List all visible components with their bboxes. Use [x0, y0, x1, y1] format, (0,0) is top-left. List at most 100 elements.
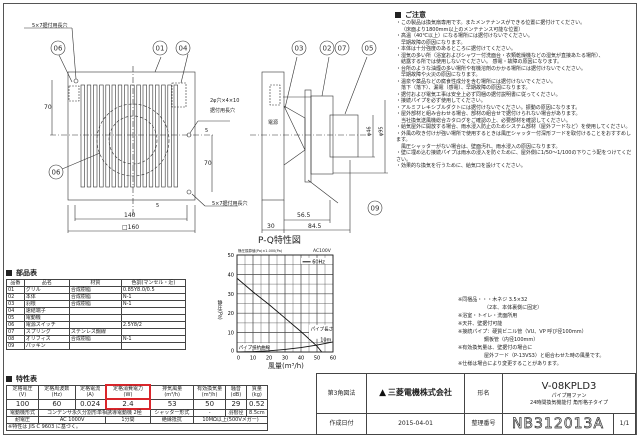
specs-withstand: AC 1000V [37, 416, 107, 424]
parts-cell [120, 342, 187, 350]
specs-header-name: 質量 [251, 386, 262, 392]
specs-header: 定格消費電力(W) [104, 384, 152, 400]
note-item: ・接続パイプを必ず使用してください。 [396, 98, 486, 104]
dim-160: □160 [122, 224, 140, 231]
remarks-list: ※同梱品・・・木ネジ 3.5×32（2本、本体裏側に固定）※浴室・トイレ・洗面所… [458, 296, 604, 368]
model-number: V-08KPLD3 [541, 380, 597, 392]
specs-insul-label: 絶縁抵抗 [149, 416, 195, 424]
parts-cell: 05 [6, 314, 25, 322]
specs-header-unit: (W) [123, 392, 133, 398]
power-cord-label: 電源 [268, 120, 279, 126]
parts-cell: 合成樹脂 [68, 335, 122, 343]
parts-cell: 羽根 [23, 300, 70, 308]
note-item: ・アルミフレキシブルダクトには据付けないでください。振動の原因になります。 [396, 104, 581, 111]
specs-insul: 10MΩ以上(500Vメガー) [193, 416, 268, 424]
parts-header: 色調(マンセル・近) [120, 279, 187, 287]
drawing-frame [3, 3, 637, 435]
specs-withstand-time: 1分間 [105, 416, 151, 424]
y-tick-label: 50 [228, 253, 234, 259]
parts-cell: 合成樹脂 [68, 300, 122, 308]
specs-header-name: 騒音 [230, 386, 241, 392]
x-tick-label: 50 [314, 356, 320, 362]
specs-header-name: 定格電流 [80, 386, 101, 392]
grille-slat [105, 84, 110, 188]
specs-header-name: 有効換気量 [197, 386, 223, 392]
note-item: ・この製品は換気扇専用です。またメンテナンスができる位置に据付けてください。 [396, 20, 586, 26]
remark-item: （2本、本体裏側に固定） [484, 305, 543, 311]
chart-xlabel: 風量(m³/h) [268, 362, 304, 370]
dim-46: φ46 [366, 126, 373, 137]
grille-slat [130, 84, 135, 188]
parts-cell: 02 [6, 293, 25, 301]
note-item: 早期故障の原因になります。 [401, 39, 466, 46]
specs-shutter-label: シャッター形式 [149, 408, 195, 417]
parts-cell: パッキン [23, 342, 70, 350]
page-number: 1/1 [613, 413, 636, 435]
y-tick-label: 40 [228, 272, 234, 278]
specs-header: 騒音(dB) [225, 384, 247, 400]
model-cell: V-08KPLD3 パイプ用ファン 24時間換気機能付 角形格子タイプ [502, 373, 636, 414]
document-number: NB312013A [502, 413, 614, 435]
title-block: 第3角図法 ▲ 三菱電機株式会社 形名 V-08KPLD3 パイプ用ファン 24… [316, 373, 636, 435]
hole-label-mid2: 据付用長穴 [210, 108, 236, 114]
pipe-length-label: パイプ長さ [311, 326, 334, 333]
legend-label: 60Hz [312, 260, 325, 266]
note-item: 当社換気送風機総合カタログをご確認の上、必要部材を確認してください。 [401, 117, 571, 124]
note-item: （床面より1800mm以上のメンテナンス可能な位置） [401, 26, 524, 33]
specs-title: 特性表 [6, 374, 37, 384]
dim-5-right: 5 [205, 128, 209, 134]
parts-header: 品番 [6, 279, 25, 287]
specs-value: 60 [38, 398, 76, 410]
parts-cell: 電源スイッチ [23, 321, 70, 329]
callout-circle [291, 40, 307, 56]
parts-cell [68, 307, 122, 315]
note-item: 落下（落下）、漏電（感電）、早期故障の原因になります。 [401, 85, 531, 91]
parts-cell [120, 314, 187, 322]
date-value: 2015-04-01 [366, 413, 465, 435]
specs-header-name: 定格電圧 [12, 386, 33, 392]
chart-note: 静圧換算値(Pa)×1.000(Pa) [238, 249, 283, 253]
grille-slat [148, 84, 154, 188]
grille-slat [80, 84, 85, 188]
specs-footnote-row: ※特性は JIS C 9603 に基づく。 [6, 423, 268, 431]
company-logo: ▲ 三菱電機株式会社 [366, 373, 465, 414]
chart-title: P-Q特性図 [258, 236, 301, 246]
specs-header-unit: (m³/h) [164, 392, 180, 398]
specs-header-name: 排気風量 [162, 386, 183, 392]
number-label: 整理番号 [464, 413, 503, 435]
callout-number: 09 [371, 205, 380, 213]
specs-header: 排気風量(m³/h) [149, 384, 195, 400]
x-tick-label: 30 [282, 356, 288, 362]
dim-56-5: 56.5 [297, 212, 311, 219]
parts-cell: オリフィス [23, 335, 70, 343]
specs-header: 定格周波数(Hz) [38, 384, 76, 400]
specs-value: 100 [6, 398, 39, 410]
callout-circle [361, 40, 377, 56]
note-item: ・本体は十分強度のあるところに据付けてください。 [396, 46, 516, 52]
grille-slat [86, 84, 92, 188]
parts-cell: 04 [6, 307, 25, 315]
specs-value: 2.4 [104, 398, 152, 410]
specs-header-unit: (V) [18, 392, 27, 398]
notes-list: ・この製品は換気扇専用です。またメンテナンスができる位置に据付けてください。（床… [396, 20, 634, 170]
side-view [250, 56, 388, 233]
note-item: ・高温（40℃以上）になる場所には据付けないでください。 [396, 33, 533, 39]
grille-slat [117, 84, 123, 188]
note-item: ・壁に埋め込む接続パイプは雨水の浸入を防ぐために、屋外側に1/50～1/100の… [396, 150, 632, 163]
pipe-curve-label-bg [237, 343, 273, 350]
parts-cell [68, 314, 122, 322]
chart-ylabel: 静圧(Pa) [216, 300, 223, 320]
parts-cell: スプリング [23, 328, 70, 336]
y-tick-label: 30 [228, 292, 234, 298]
x-tick-label: 10 [250, 356, 256, 362]
parts-cell: N-1 [120, 300, 187, 308]
remark-item: ※有効換気量は、壁据付の場合に [458, 345, 533, 351]
specs-header-unit: (A) [86, 392, 94, 398]
callout-number: 07 [338, 45, 347, 53]
projection-method: 第3角図法 [316, 373, 367, 414]
callout-number: 06 [52, 169, 61, 177]
